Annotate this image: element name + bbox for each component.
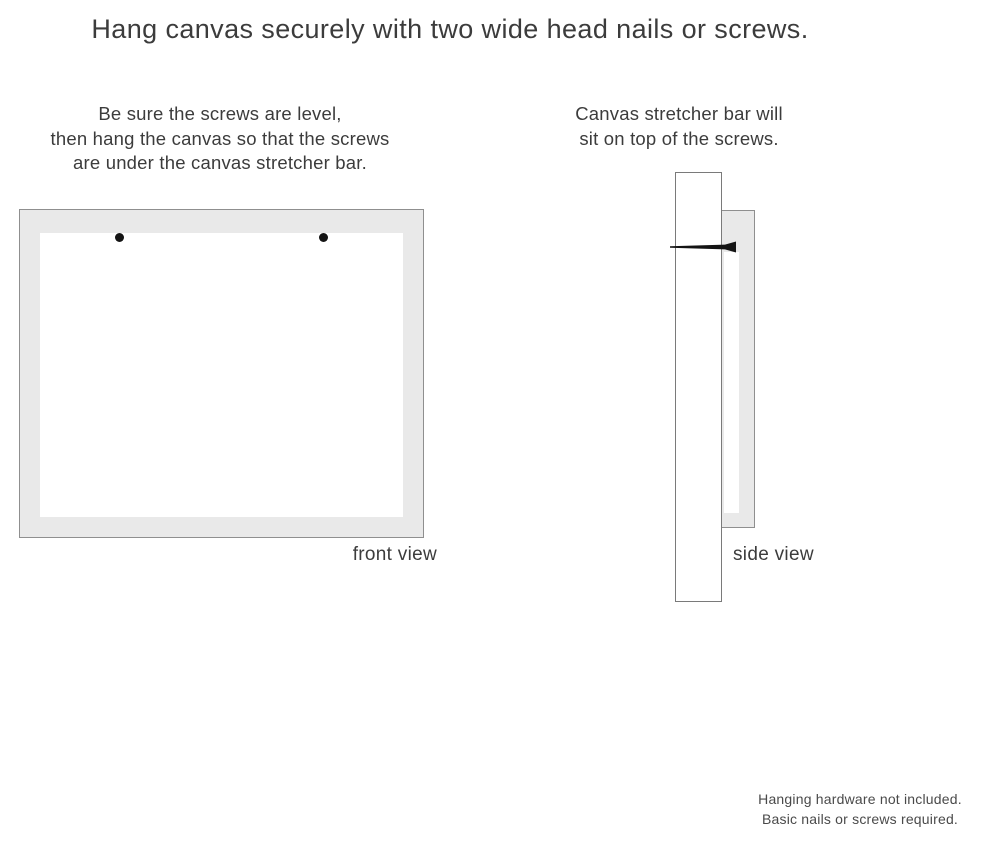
instruction-line: Be sure the screws are level, [98,103,342,124]
hardware-note-line: Hanging hardware not included. [758,791,962,807]
front-view-label: front view [352,544,437,565]
hardware-note: Hanging hardware not included. Basic nai… [730,789,990,829]
screw-icon [115,233,124,242]
canvas-front-face [40,233,403,517]
side-view-instructions: Canvas stretcher bar will sit on top of … [564,102,794,151]
instruction-line: then hang the canvas so that the screws [50,127,390,149]
side-view-label: side view [733,544,814,565]
nail-icon [670,241,736,253]
screw-icon [319,233,328,242]
canvas-side-inner [724,252,739,513]
front-view-instructions: Be sure the screws are level, then hang … [0,102,440,176]
instruction-line: Canvas stretcher bar will [575,103,783,124]
hardware-note-line: Basic nails or screws required. [761,811,959,827]
instruction-line: sit on top of the screws. [579,127,779,149]
canvas-side-profile [721,210,755,528]
page-title: Hang canvas securely with two wide head … [91,14,809,44]
front-view-diagram [19,209,424,538]
wall-cross-section [675,172,722,602]
instruction-line: are under the canvas stretcher bar. [73,152,367,174]
